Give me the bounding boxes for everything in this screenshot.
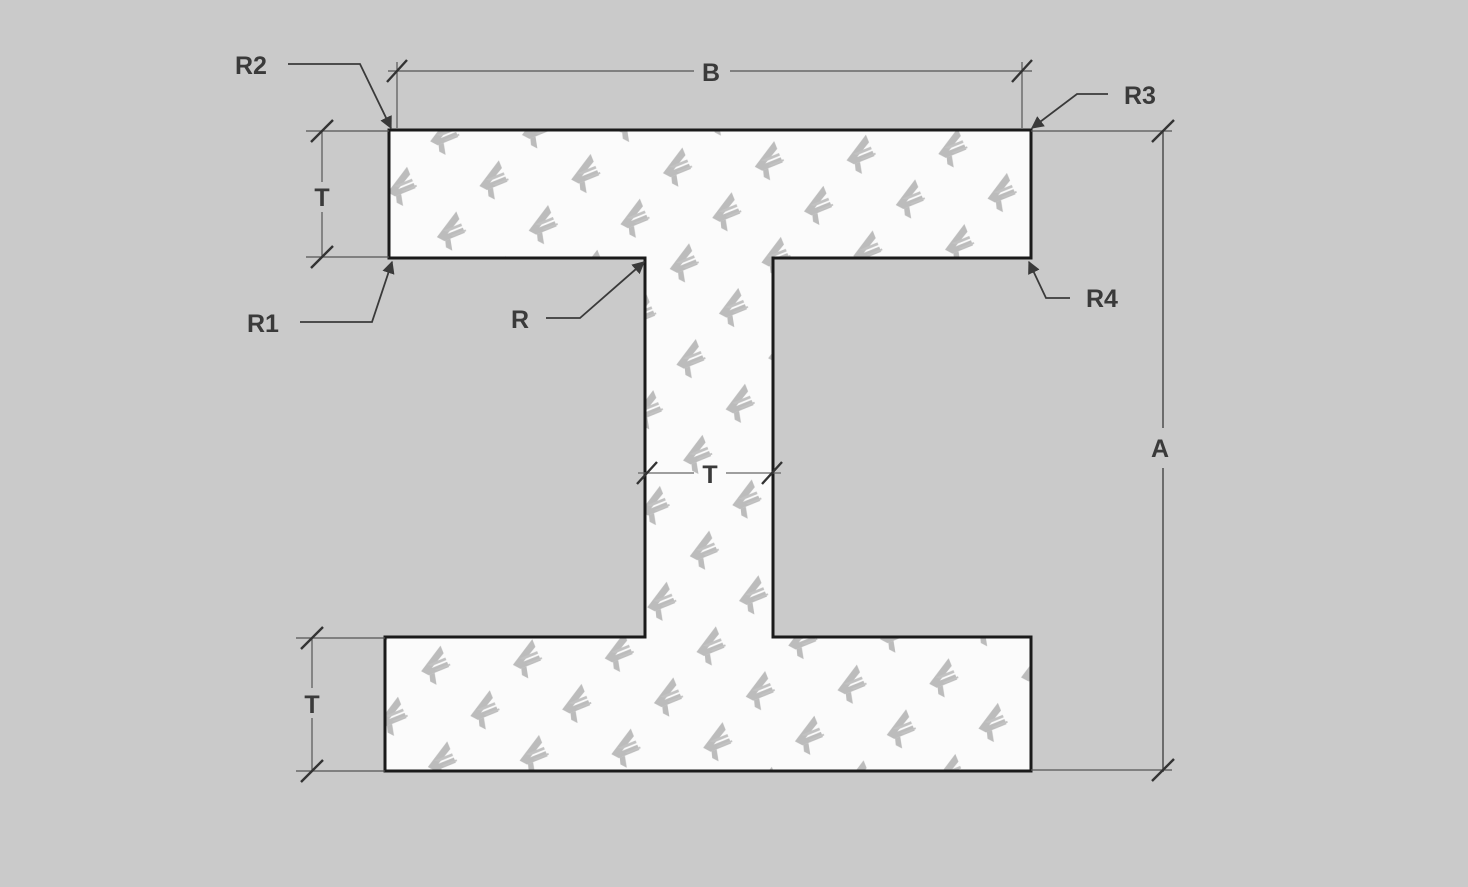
- leader-R3: R3: [1030, 82, 1156, 129]
- dim-label-T-top: T: [314, 184, 329, 212]
- tick-T-web-left: [636, 461, 658, 485]
- label-R2: R2: [235, 52, 267, 80]
- dim-label-T-bottom: T: [304, 691, 319, 719]
- label-R4: R4: [1086, 285, 1118, 313]
- leader-line-R3: [1030, 93, 1108, 129]
- leader-R4: R4: [1028, 260, 1118, 313]
- dimension-T-top: T: [306, 119, 389, 269]
- tick-A-bottom: [1151, 758, 1175, 782]
- section-outline: [383, 128, 1033, 773]
- tick-A-top: [1151, 119, 1175, 143]
- tick-T-web-right: [761, 461, 783, 485]
- leader-R2: R2: [235, 52, 392, 130]
- leader-line-R1: [300, 260, 395, 323]
- tick-T-top-lower: [310, 245, 334, 269]
- tick-B-left: [386, 59, 408, 83]
- dimension-T-web: T: [636, 461, 783, 489]
- leader-R: R: [511, 261, 645, 334]
- dim-label-T-web: T: [702, 461, 717, 489]
- tick-T-bottom-upper: [300, 626, 324, 650]
- tick-T-bottom-lower: [300, 759, 324, 783]
- tick-T-top-upper: [310, 119, 334, 143]
- label-R1: R1: [247, 310, 279, 338]
- leader-R1: R1: [247, 260, 395, 338]
- dimension-A: A: [1031, 119, 1175, 782]
- leader-line-R4: [1028, 260, 1070, 299]
- label-R: R: [511, 306, 529, 334]
- leader-line-R: [546, 261, 645, 319]
- leader-line-R2: [288, 63, 392, 130]
- i-beam-profile: [383, 128, 1033, 773]
- dimension-B: B: [386, 59, 1033, 128]
- tick-B-right: [1011, 59, 1033, 83]
- label-R3: R3: [1124, 82, 1156, 110]
- dim-label-A: A: [1151, 435, 1169, 463]
- dim-label-B: B: [702, 59, 720, 87]
- dimension-T-bottom: T: [296, 626, 385, 783]
